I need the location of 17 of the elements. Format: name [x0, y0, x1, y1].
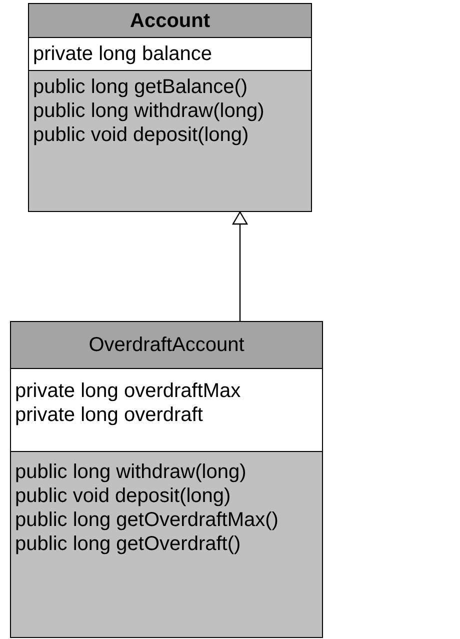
attribute: private long overdraft	[15, 403, 204, 427]
class-name: Account	[29, 4, 311, 38]
method: public long getOverdraft()	[15, 532, 242, 556]
inheritance-arrow	[232, 211, 248, 321]
class-box	[10, 321, 323, 638]
attribute: private long overdraftMax	[15, 379, 242, 403]
method: public void deposit(long)	[15, 484, 232, 508]
method: public long getBalance()	[33, 75, 249, 99]
methods-compartment	[11, 452, 322, 637]
class-name: OverdraftAccount	[11, 322, 322, 369]
method: public long withdraw(long)	[33, 99, 266, 123]
method: public long getOverdraftMax()	[15, 508, 280, 532]
method: public long withdraw(long)	[15, 460, 248, 484]
class-box	[28, 3, 312, 212]
methods-compartment	[29, 71, 311, 211]
method: public void deposit(long)	[33, 123, 250, 147]
attribute: private long balance	[33, 42, 214, 66]
